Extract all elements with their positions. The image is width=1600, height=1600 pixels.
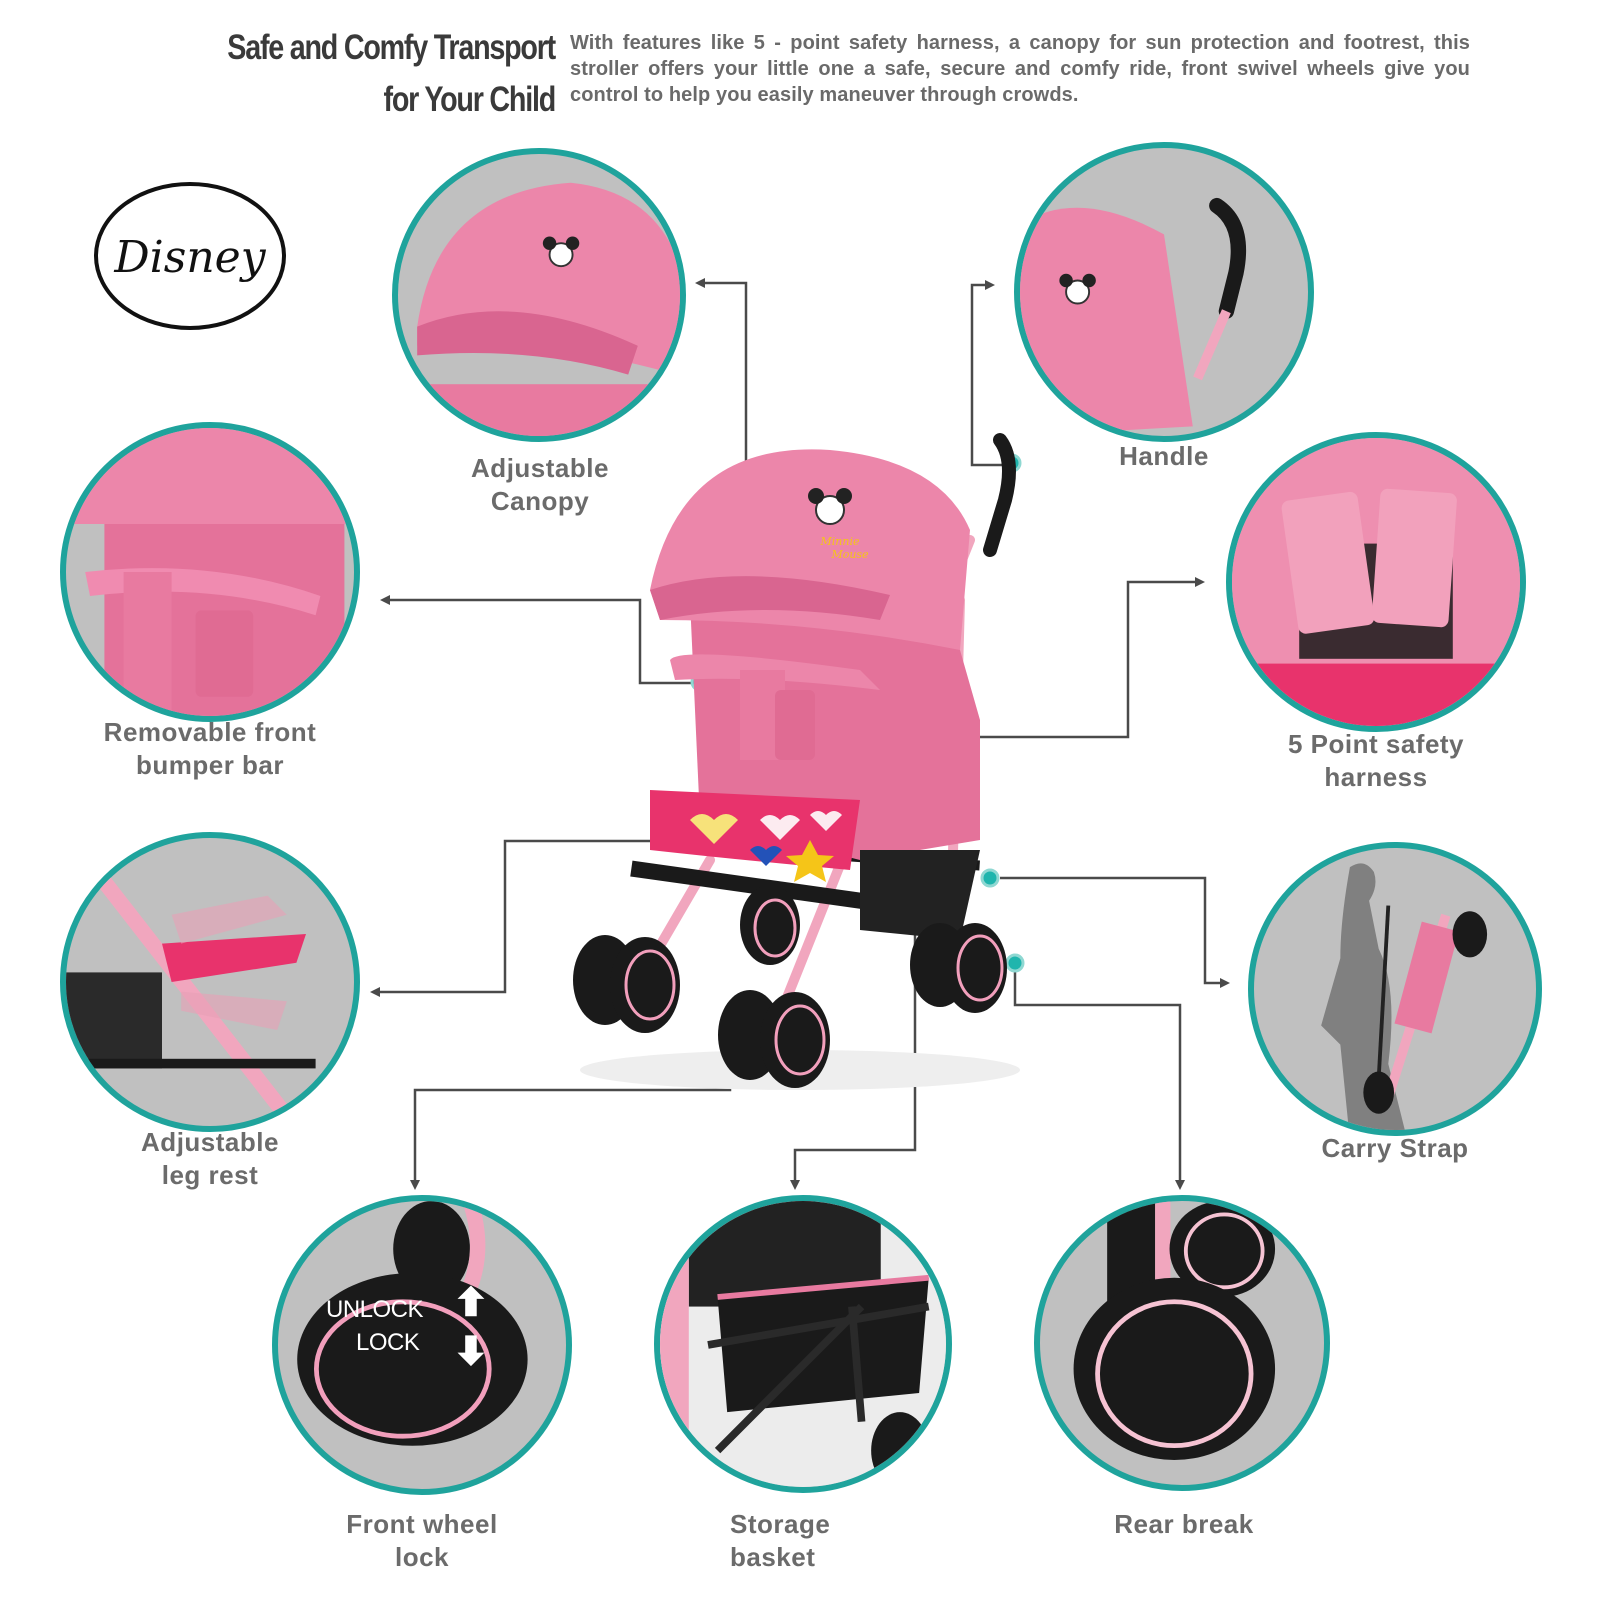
headline-line-2: for Your Child	[383, 80, 557, 119]
unlock-overlay-text: UNLOCK	[326, 1296, 424, 1323]
svg-text:Disney: Disney	[113, 232, 266, 283]
lock-overlay-text: LOCK	[356, 1329, 420, 1356]
feature-label: Handle	[1119, 441, 1209, 471]
main-stroller-image: Minnie Mouse	[560, 420, 1040, 1100]
rear-brake-icon	[1034, 1195, 1330, 1491]
handle-icon	[1014, 142, 1314, 442]
page-headline: Safe and Comfy Transport for Your Child	[182, 22, 557, 126]
feature-label: lock	[394, 1542, 450, 1572]
feature-label: Rear break	[1114, 1509, 1254, 1539]
feature-label: Adjustable	[141, 1127, 279, 1157]
feature-label: Canopy	[490, 486, 590, 516]
canopy-icon	[392, 148, 686, 442]
feature-label: leg rest	[161, 1160, 259, 1190]
feature-label: bumper bar	[135, 750, 285, 780]
disney-logo: Disney	[92, 180, 288, 332]
headline-line-1: Safe and Comfy Transport	[227, 28, 556, 67]
carry-strap-icon	[1248, 842, 1542, 1136]
svg-text:Mouse: Mouse	[830, 548, 869, 561]
stroller-icon: Minnie Mouse	[573, 433, 1020, 1090]
harness-icon	[1226, 432, 1526, 732]
leg-rest-icon	[60, 832, 360, 1132]
feature-label: Storage	[730, 1509, 831, 1539]
disney-logo-icon: Disney	[94, 182, 286, 330]
bumper-bar-icon	[60, 422, 360, 722]
intro-description: With features like 5 - point safety harn…	[570, 32, 1470, 106]
feature-label: Front wheel	[346, 1509, 498, 1539]
feature-label: Removable front	[103, 717, 317, 747]
feature-label: basket	[730, 1542, 816, 1572]
basket-icon	[654, 1195, 952, 1493]
svg-text:Minnie: Minnie	[820, 535, 860, 548]
feature-label: harness	[1324, 762, 1428, 792]
feature-label: Adjustable	[471, 453, 609, 483]
feature-label: 5 Point safety	[1287, 729, 1465, 759]
wheel-lock-icon: UNLOCK LOCK	[272, 1195, 572, 1495]
feature-label: Carry Strap	[1321, 1133, 1469, 1163]
